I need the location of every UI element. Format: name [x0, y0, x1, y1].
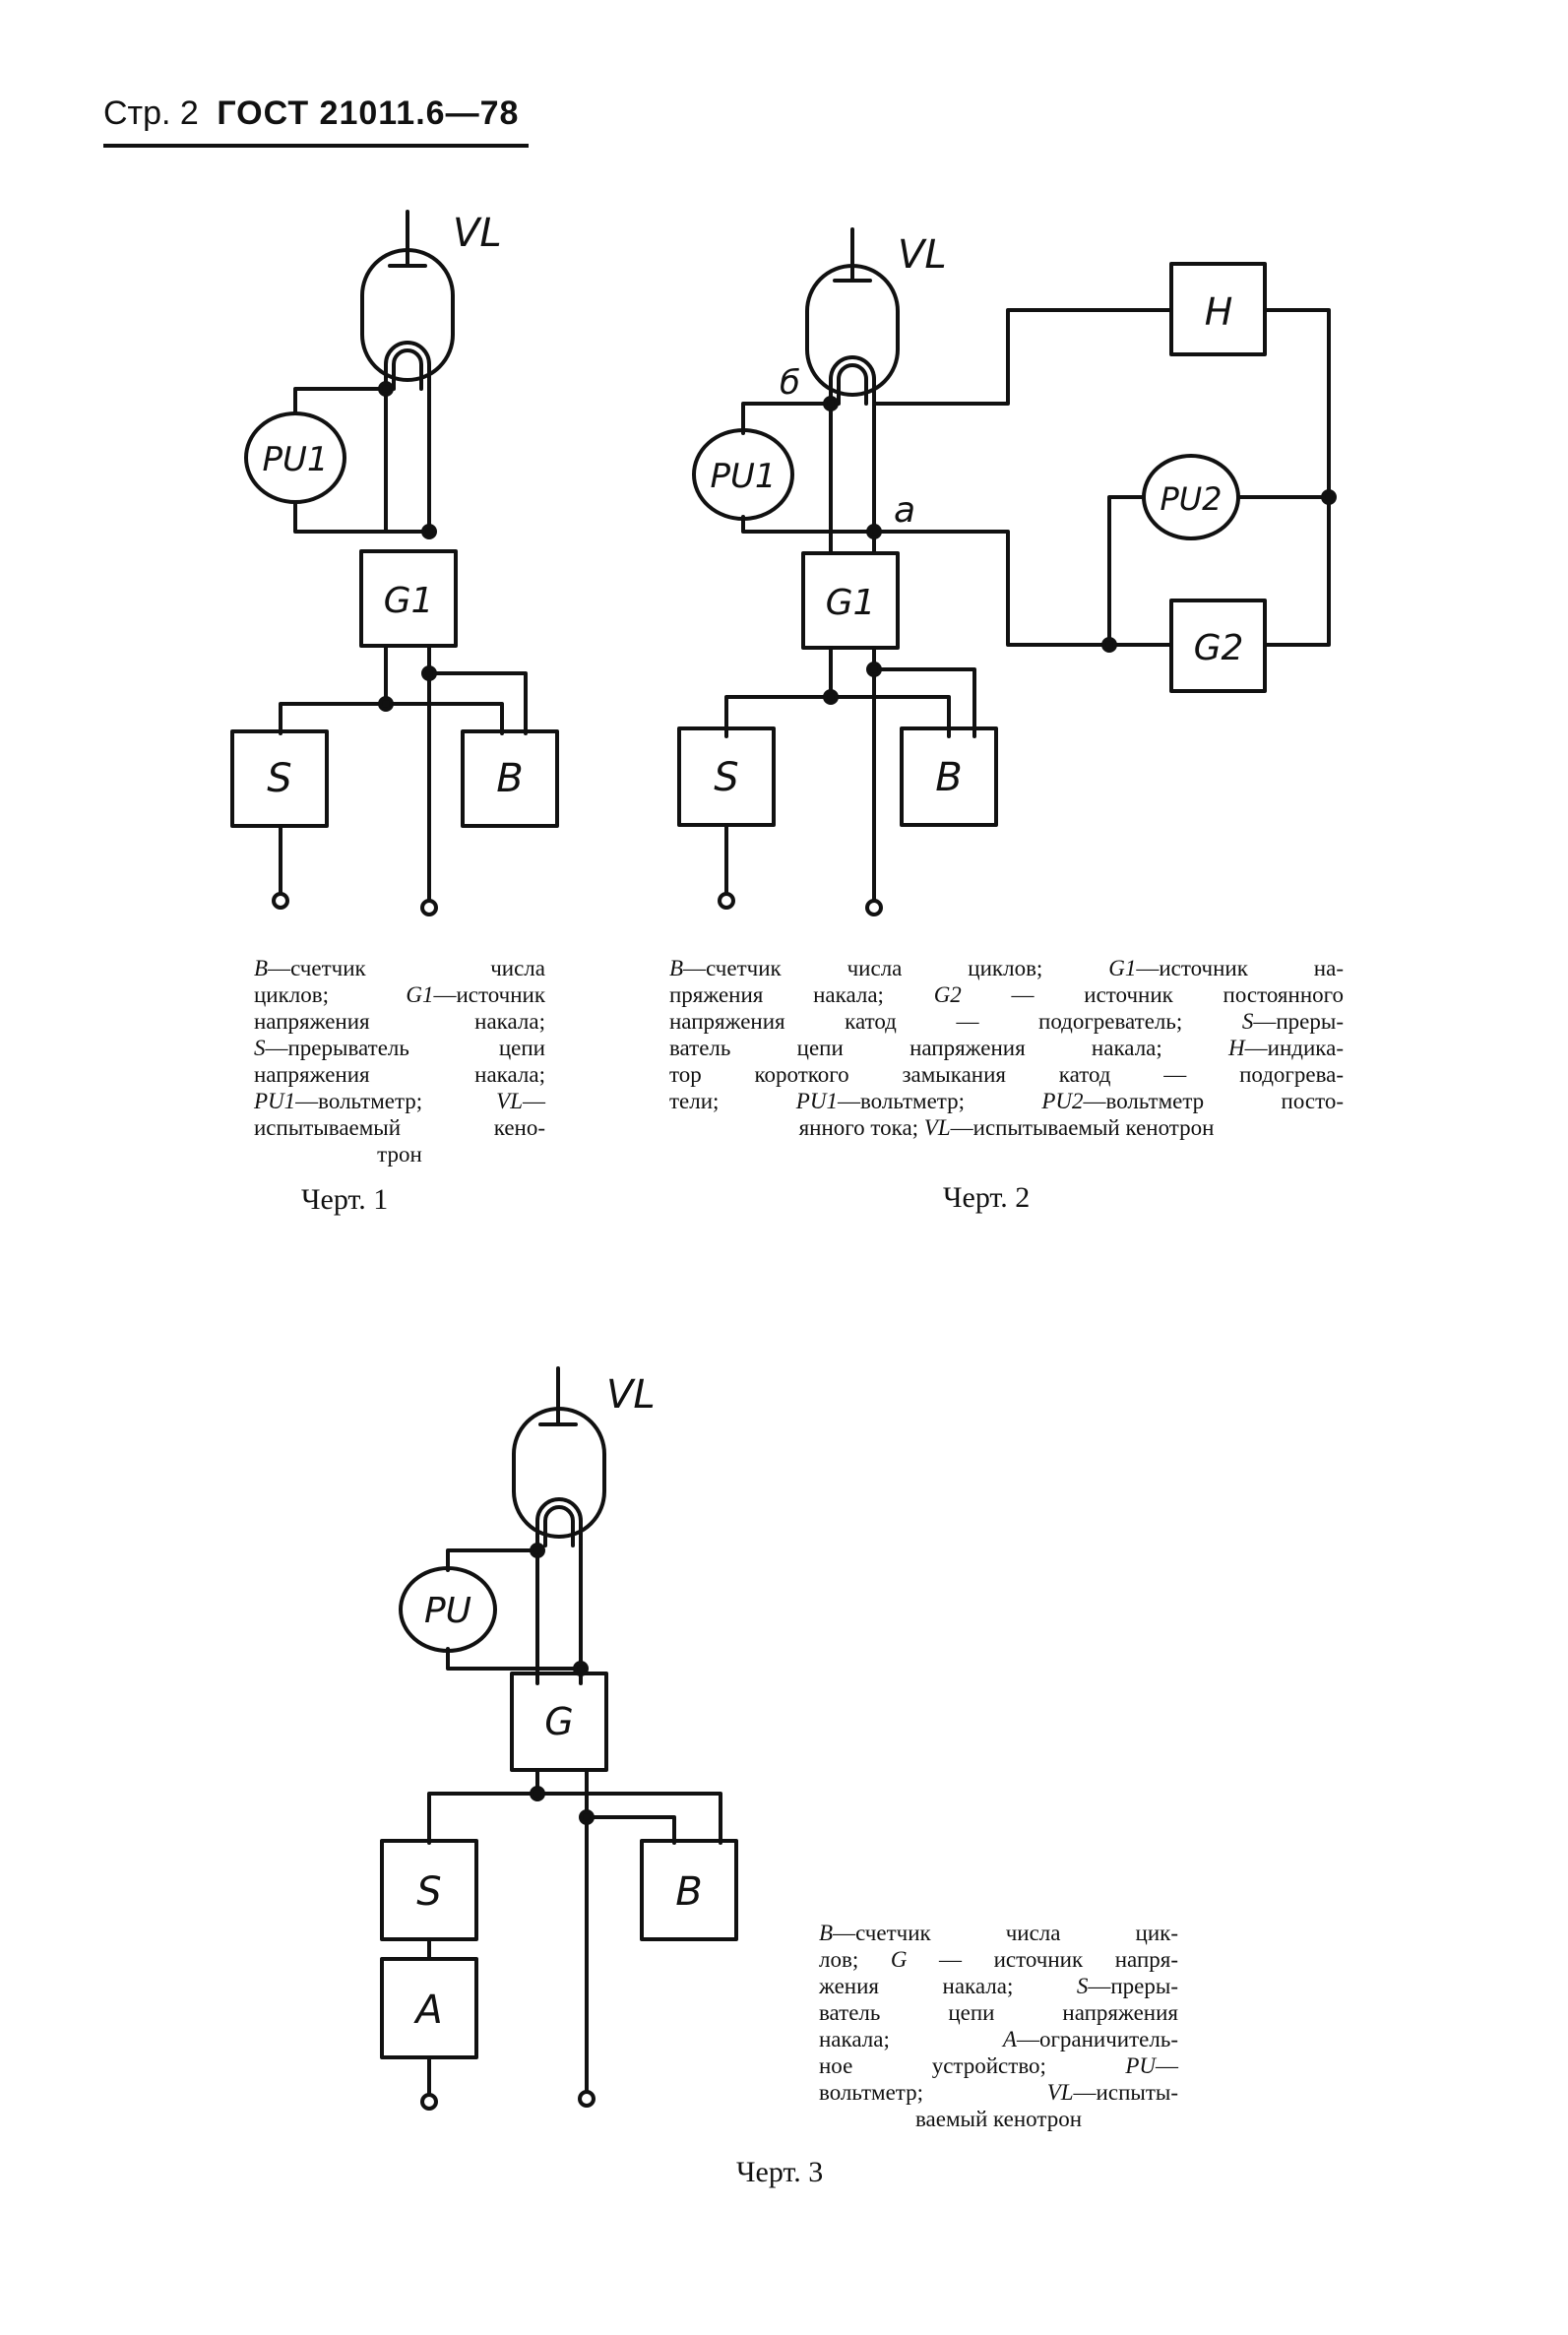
fig1-pu-label: PU1	[262, 440, 328, 479]
vacuum-tube-icon	[512, 1366, 606, 1685]
caption-line: тели; PU1—вольтметр; PU2—вольтметр посто…	[669, 1089, 1345, 1113]
fig3-g-label: G	[544, 1700, 573, 1743]
caption-line: вольтметр; VL—испыты-	[819, 2080, 1178, 2105]
fig2-node-a-label: a	[894, 490, 915, 531]
fig3-pu-label: PU	[424, 1591, 471, 1631]
figure-2-caption: В—счетчик числа циклов; G1—источник на-п…	[669, 955, 1344, 1141]
b-box	[461, 729, 559, 828]
terminal-icon	[718, 892, 735, 910]
g1-box	[801, 551, 900, 650]
vacuum-tube-icon	[805, 227, 900, 555]
fig1-vl-label: VL	[453, 211, 502, 256]
fig2-pu1-label: PU1	[710, 457, 776, 496]
caption-line: В—счетчик числа циклов; G1—источник на-	[669, 956, 1344, 980]
figure-1-title: Черт. 1	[301, 1183, 389, 1216]
fig2-g1-label: G1	[826, 583, 876, 623]
fig1-g-label: G1	[384, 581, 434, 621]
caption-line: жения накала; S—преры-	[819, 1974, 1178, 1998]
fig2-b-label: B	[935, 755, 962, 800]
caption-line: янного тока; VL—испытываемый кенотрон	[798, 1115, 1215, 1140]
caption-line: тор короткого замыкания катод — подогрев…	[669, 1062, 1344, 1087]
caption-line: ное устройство; PU—	[819, 2053, 1178, 2078]
fig3-s-label: S	[416, 1869, 441, 1915]
standard-number: ГОСТ 21011.6—78	[217, 95, 520, 132]
figure-3-diagram	[380, 1366, 738, 2111]
h-box	[1169, 262, 1267, 356]
terminal-icon	[865, 899, 883, 916]
b-box	[640, 1839, 738, 1941]
g1-box	[359, 549, 458, 648]
caption-line: испытываемый кено-	[254, 1115, 545, 1140]
caption-line: накала; A—ограничитель-	[819, 2027, 1178, 2051]
caption-line: ватель цепи напряжения	[819, 2000, 1178, 2025]
fig2-vl-label: VL	[898, 232, 947, 278]
caption-line: В—счетчик числа	[254, 956, 545, 980]
caption-line: трон	[377, 1142, 422, 1167]
terminal-icon	[420, 899, 438, 916]
g-box	[510, 1672, 608, 1772]
fig2-node-b-label: б	[780, 363, 800, 403]
terminal-icon	[578, 2090, 596, 2108]
caption-line: В—счетчик числа цик-	[819, 1921, 1178, 1945]
voltmeter-icon	[692, 428, 794, 521]
b-box	[900, 726, 998, 827]
fig1-b-label: B	[496, 756, 523, 801]
caption-line: напряжения накала;	[254, 1009, 545, 1034]
figure-2-diagram	[677, 227, 1337, 916]
fig3-a-label: A	[412, 1988, 442, 2033]
page-header: Стр. 2 ГОСТ 21011.6—78	[103, 95, 519, 133]
caption-line: циклов; G1—источник	[254, 982, 545, 1007]
page-number: Стр. 2	[103, 95, 199, 132]
terminal-icon	[272, 892, 289, 910]
caption-line: S—прерыватель цепи	[254, 1036, 545, 1060]
fig3-vl-label: VL	[606, 1372, 656, 1418]
figure-3-caption: В—счетчик числа цик-лов; G — источник на…	[819, 1920, 1178, 2132]
caption-line: PU1—вольтметр; VL—	[254, 1089, 545, 1113]
fig1-s-label: S	[267, 756, 291, 801]
caption-line: ваемый кенотрон	[915, 2107, 1082, 2131]
voltmeter-icon	[399, 1566, 497, 1653]
voltmeter-icon	[1142, 454, 1240, 540]
fig2-pu2-label: PU2	[1160, 480, 1222, 518]
caption-line: напряжения катод — подогреватель; S—прер…	[669, 1009, 1344, 1034]
figure-2-title: Черт. 2	[943, 1181, 1031, 1214]
vacuum-tube-icon	[360, 210, 455, 534]
voltmeter-icon	[244, 411, 346, 504]
figure-3-title: Черт. 3	[736, 2156, 824, 2188]
terminal-icon	[420, 2093, 438, 2111]
fig2-h-label: H	[1205, 290, 1233, 334]
fig2-s-label: S	[714, 755, 738, 800]
figure-1-diagram	[230, 210, 559, 916]
caption-line: лов; G — источник напря-	[819, 1947, 1179, 1972]
caption-line: пряжения накала; G2 — источник постоянно…	[669, 982, 1344, 1007]
header-rule	[103, 144, 529, 148]
fig3-b-label: B	[675, 1869, 702, 1915]
fig2-g2-label: G2	[1194, 628, 1244, 668]
g2-box	[1169, 599, 1267, 693]
caption-line: напряжения накала;	[254, 1062, 545, 1087]
caption-line: ватель цепи напряжения накала; H—индика-	[669, 1036, 1344, 1060]
